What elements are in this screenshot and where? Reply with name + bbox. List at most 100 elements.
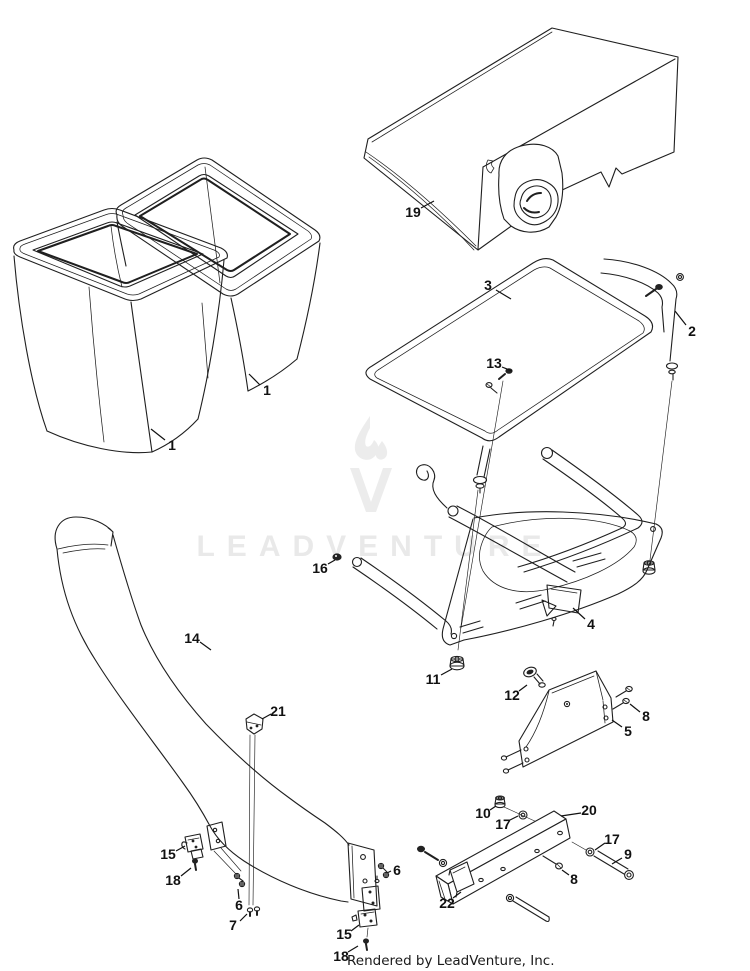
screws-7 <box>246 906 261 917</box>
callout-leader-15 <box>350 924 360 932</box>
callout-leader-18 <box>347 945 359 953</box>
support-bow <box>600 258 684 381</box>
callout-leader-2 <box>674 310 687 326</box>
callout-leader-8 <box>561 869 570 876</box>
callout-layer: 1119321316411128514211518676151810172017… <box>150 200 696 964</box>
callout-label-14: 14 <box>184 630 200 646</box>
callout-leader-13 <box>501 366 513 372</box>
grass-bin-rear <box>115 157 321 392</box>
chute-side-tab <box>206 821 227 851</box>
callout-label-22: 22 <box>439 895 455 911</box>
callout-label-15: 15 <box>336 926 352 942</box>
callout-leader-12 <box>518 684 528 692</box>
cover-hook-icon <box>485 159 495 174</box>
callout-leader-6 <box>386 870 392 874</box>
bolt-bottom <box>505 893 550 923</box>
callout-leader-8 <box>629 703 641 713</box>
hook-rod <box>415 464 576 583</box>
flange-nut-10 <box>494 795 506 809</box>
callout-leader-14 <box>199 641 212 651</box>
callout-leader-17 <box>594 842 606 851</box>
callout-label-1: 1 <box>168 437 176 453</box>
callout-label-8: 8 <box>642 708 650 724</box>
frame-fasteners-13 <box>485 368 513 394</box>
grass-bin-front <box>13 207 228 454</box>
bracket-screws-8 <box>612 685 633 710</box>
washer-17-top <box>518 810 528 820</box>
callout-label-3: 3 <box>484 277 492 293</box>
foot-screws <box>500 749 524 774</box>
watermark-text: LEADVENTURE <box>196 530 553 563</box>
callout-leader-6 <box>237 888 240 900</box>
callout-leader-19 <box>420 200 435 209</box>
screw-8-bar <box>542 855 563 870</box>
chute-clip-21 <box>245 713 264 735</box>
callout-label-7: 7 <box>229 917 237 933</box>
callout-leader-18 <box>180 867 192 877</box>
callout-label-10: 10 <box>475 805 491 821</box>
callout-label-12: 12 <box>504 687 520 703</box>
callout-label-16: 16 <box>312 560 328 576</box>
callout-label-8: 8 <box>570 871 578 887</box>
callout-label-9: 9 <box>624 846 632 862</box>
callout-leader-10 <box>489 805 497 811</box>
callout-leader-11 <box>440 668 453 676</box>
flange-nut-11 <box>449 655 465 671</box>
footer-credit: Rendered by LeadVenture, Inc. <box>347 953 555 969</box>
diagram-art <box>13 27 684 951</box>
gusset-bracket <box>500 666 633 774</box>
screws-6-right <box>377 862 390 879</box>
callout-label-21: 21 <box>270 703 286 719</box>
bow-carriage-bolt <box>645 284 663 297</box>
callout-leader-9 <box>611 857 623 865</box>
wing-knob-12 <box>523 666 546 688</box>
callout-label-1: 1 <box>263 382 271 398</box>
flange-nut-right <box>642 560 656 575</box>
base-vent-slots <box>459 552 606 634</box>
mount-bracket-right <box>361 875 381 912</box>
callout-leader-3 <box>495 289 512 300</box>
rear-handle-rod <box>517 446 643 573</box>
watermark-flame-logo <box>350 416 392 512</box>
callout-leader-7 <box>239 913 248 922</box>
callout-leader-5 <box>611 719 623 728</box>
base-frame <box>332 446 663 671</box>
front-handle-rod <box>351 556 452 635</box>
bag-hook-icon <box>415 464 448 509</box>
callout-label-5: 5 <box>624 723 632 739</box>
callout-label-20: 20 <box>581 802 597 818</box>
callout-leader-22 <box>452 891 462 899</box>
callout-label-4: 4 <box>587 616 595 632</box>
callout-leader-17 <box>509 815 519 821</box>
callout-label-6: 6 <box>235 897 243 913</box>
screw-18-left <box>192 858 198 871</box>
bow-washer <box>676 273 684 281</box>
screws-6-left <box>233 872 246 888</box>
upper-frame <box>365 257 654 494</box>
callout-label-11: 11 <box>426 671 441 687</box>
callout-label-18: 18 <box>333 948 349 964</box>
chute-mount-flange <box>347 842 378 907</box>
callout-leader-20 <box>560 812 582 817</box>
callout-leader-21 <box>261 713 272 720</box>
screw-18-bottom <box>363 938 369 951</box>
latch-15-bottom <box>351 908 378 928</box>
callout-label-17: 17 <box>495 816 511 832</box>
callout-leader-4 <box>572 607 586 620</box>
callout-label-13: 13 <box>486 355 502 371</box>
callout-label-15: 15 <box>160 846 176 862</box>
bolt-9 <box>593 850 634 880</box>
bolt-left <box>417 845 448 868</box>
washer-17-right <box>585 847 595 857</box>
callout-leader-1 <box>248 373 261 386</box>
callout-leader-15 <box>175 845 186 852</box>
callout-label-17: 17 <box>604 831 620 847</box>
discharge-chute <box>54 516 390 951</box>
watermark: LEADVENTURE <box>196 416 553 563</box>
callout-label-2: 2 <box>688 323 696 339</box>
callout-label-18: 18 <box>165 872 181 888</box>
bagger-cover <box>363 27 679 251</box>
callout-label-6: 6 <box>393 862 401 878</box>
